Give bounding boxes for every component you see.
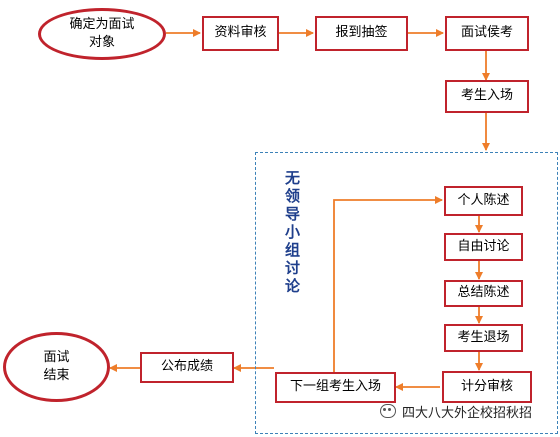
arrow-next-group-to-statement — [333, 196, 443, 372]
node-statement: 个人陈述 — [444, 186, 523, 216]
node-enter: 考生入场 — [445, 80, 529, 113]
node-scoring: 计分审核 — [442, 371, 532, 403]
node-end-label: 面试结束 — [43, 350, 70, 383]
node-exit: 考生退场 — [444, 324, 523, 352]
node-next-group: 下一组考生入场 — [275, 372, 396, 403]
node-wait: 面试侯考 — [445, 16, 529, 51]
node-checkin: 报到抽签 — [315, 16, 408, 51]
node-summary: 总结陈述 — [444, 280, 523, 307]
node-review: 资料审核 — [202, 16, 279, 51]
node-discussion: 自由讨论 — [444, 233, 523, 261]
node-start-label: 确定为面试对象 — [69, 17, 135, 50]
watermark: 四大八大外企校招秋招 — [380, 400, 556, 422]
wechat-icon — [380, 404, 396, 418]
watermark-text: 四大八大外企校招秋招 — [402, 405, 533, 421]
node-publish: 公布成绩 — [140, 352, 234, 383]
leaderless-group-discussion-container — [255, 152, 558, 434]
group-title: 无领导小组讨论 — [283, 170, 301, 296]
node-end: 面试结束 — [3, 332, 110, 402]
node-start: 确定为面试对象 — [38, 8, 166, 60]
